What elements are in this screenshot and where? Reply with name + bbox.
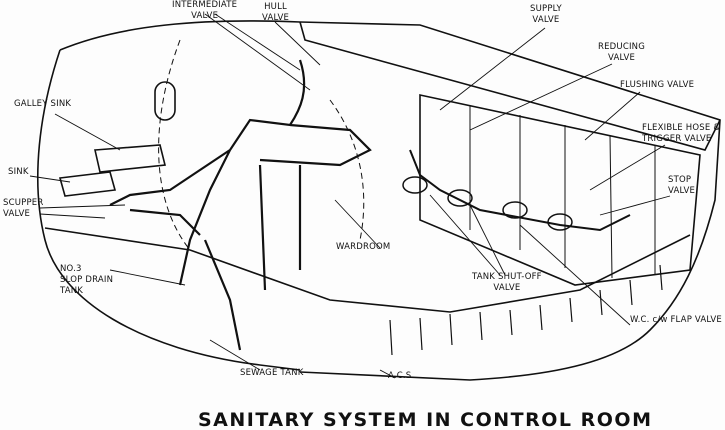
diagram-title: SANITARY SYSTEM IN CONTROL ROOM xyxy=(198,409,653,430)
frame-arc xyxy=(158,39,365,251)
label-scupper-valve: SCUPPER VALVE xyxy=(3,198,43,220)
label-line: SLOP DRAIN xyxy=(60,275,114,285)
label-line: INTERMEDIATE xyxy=(172,0,238,10)
label-line: VALVE xyxy=(493,283,521,293)
label-line: TANK SHUT-OFF xyxy=(472,272,542,282)
label-line: HULL xyxy=(264,2,287,12)
bulkhead xyxy=(419,94,701,286)
galley-sink xyxy=(94,144,166,173)
label-sewage-tank: SEWAGE TANK xyxy=(240,368,304,378)
leader-lines xyxy=(29,13,671,379)
label-supply-valve: SUPPLY VALVE xyxy=(530,4,562,26)
wc-pans xyxy=(402,176,573,231)
label-line: VALVE xyxy=(607,53,636,63)
deckhead-edge xyxy=(299,21,721,151)
label-reducing-valve: REDUCING VALVE xyxy=(598,42,645,64)
label-line: VALVE xyxy=(3,209,31,219)
label-line: SCUPPER xyxy=(3,198,44,208)
label-line: SUPPLY xyxy=(530,4,562,14)
label-hull-valve: HULL VALVE xyxy=(262,2,289,24)
label-stop-valve: STOP VALVE xyxy=(668,175,695,197)
label-line: REDUCING xyxy=(598,42,646,52)
label-line: VALVE xyxy=(191,11,219,21)
mirror xyxy=(154,81,176,121)
label-line: VALVE xyxy=(668,186,696,196)
label-galley-sink: GALLEY SINK xyxy=(14,99,72,109)
label-intermediate-valve: INTERMEDIATE VALVE xyxy=(172,0,237,22)
label-flexible-hose-trigger-valve: FLEXIBLE HOSE & TRIGGER VALVE xyxy=(642,123,720,145)
sink xyxy=(58,171,117,197)
label-line: VALVE xyxy=(532,15,560,25)
label-wc-flap-valve: W.C. c/w FLAP VALVE xyxy=(630,315,722,325)
label-flushing-valve: FLUSHING VALVE xyxy=(620,80,695,90)
label-line: FLEXIBLE HOSE & xyxy=(642,123,721,133)
label-line: VALVE xyxy=(262,13,290,23)
hull-frames xyxy=(389,264,663,356)
label-line: TANK xyxy=(60,286,84,296)
hull-outline xyxy=(37,20,721,381)
label-line: STOP xyxy=(668,175,692,185)
pipework xyxy=(109,59,372,351)
label-acs: A.C.S. xyxy=(388,371,415,381)
deck-line xyxy=(44,227,691,313)
label-line: TRIGGER VALVE xyxy=(642,134,712,144)
label-slop-drain-tank: NO.3 SLOP DRAIN TANK xyxy=(60,264,113,297)
bulkhead-partitions xyxy=(469,105,656,279)
label-sink: SINK xyxy=(8,167,29,177)
label-tank-shutoff-valve: TANK SHUT-OFF VALVE xyxy=(472,272,542,294)
supply-pipe xyxy=(409,149,631,232)
label-line: NO.3 xyxy=(60,264,82,274)
label-wardroom: WARDROOM xyxy=(336,242,391,252)
